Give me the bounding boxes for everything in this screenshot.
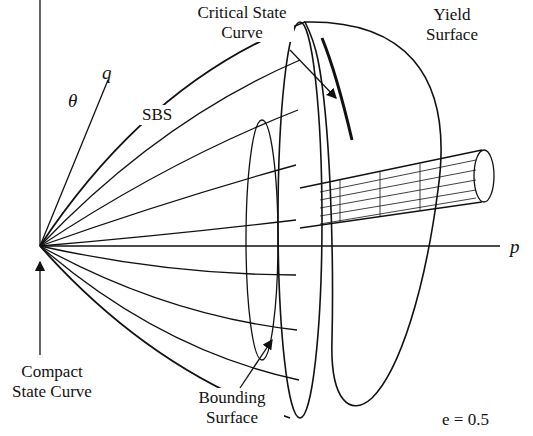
surface-label: SBS <box>140 105 174 125</box>
parameter-label: e = 0.5 <box>440 410 491 430</box>
curve-label: Critical State Curve <box>190 3 294 42</box>
surface-label: Yield Surface <box>415 5 489 44</box>
axis-label: q <box>100 62 114 84</box>
axis-label: p <box>508 236 522 258</box>
curve-label: Compact State Curve <box>2 362 102 401</box>
surface-label: Bounding Surface <box>180 388 284 427</box>
axis-label: θ <box>66 90 79 112</box>
